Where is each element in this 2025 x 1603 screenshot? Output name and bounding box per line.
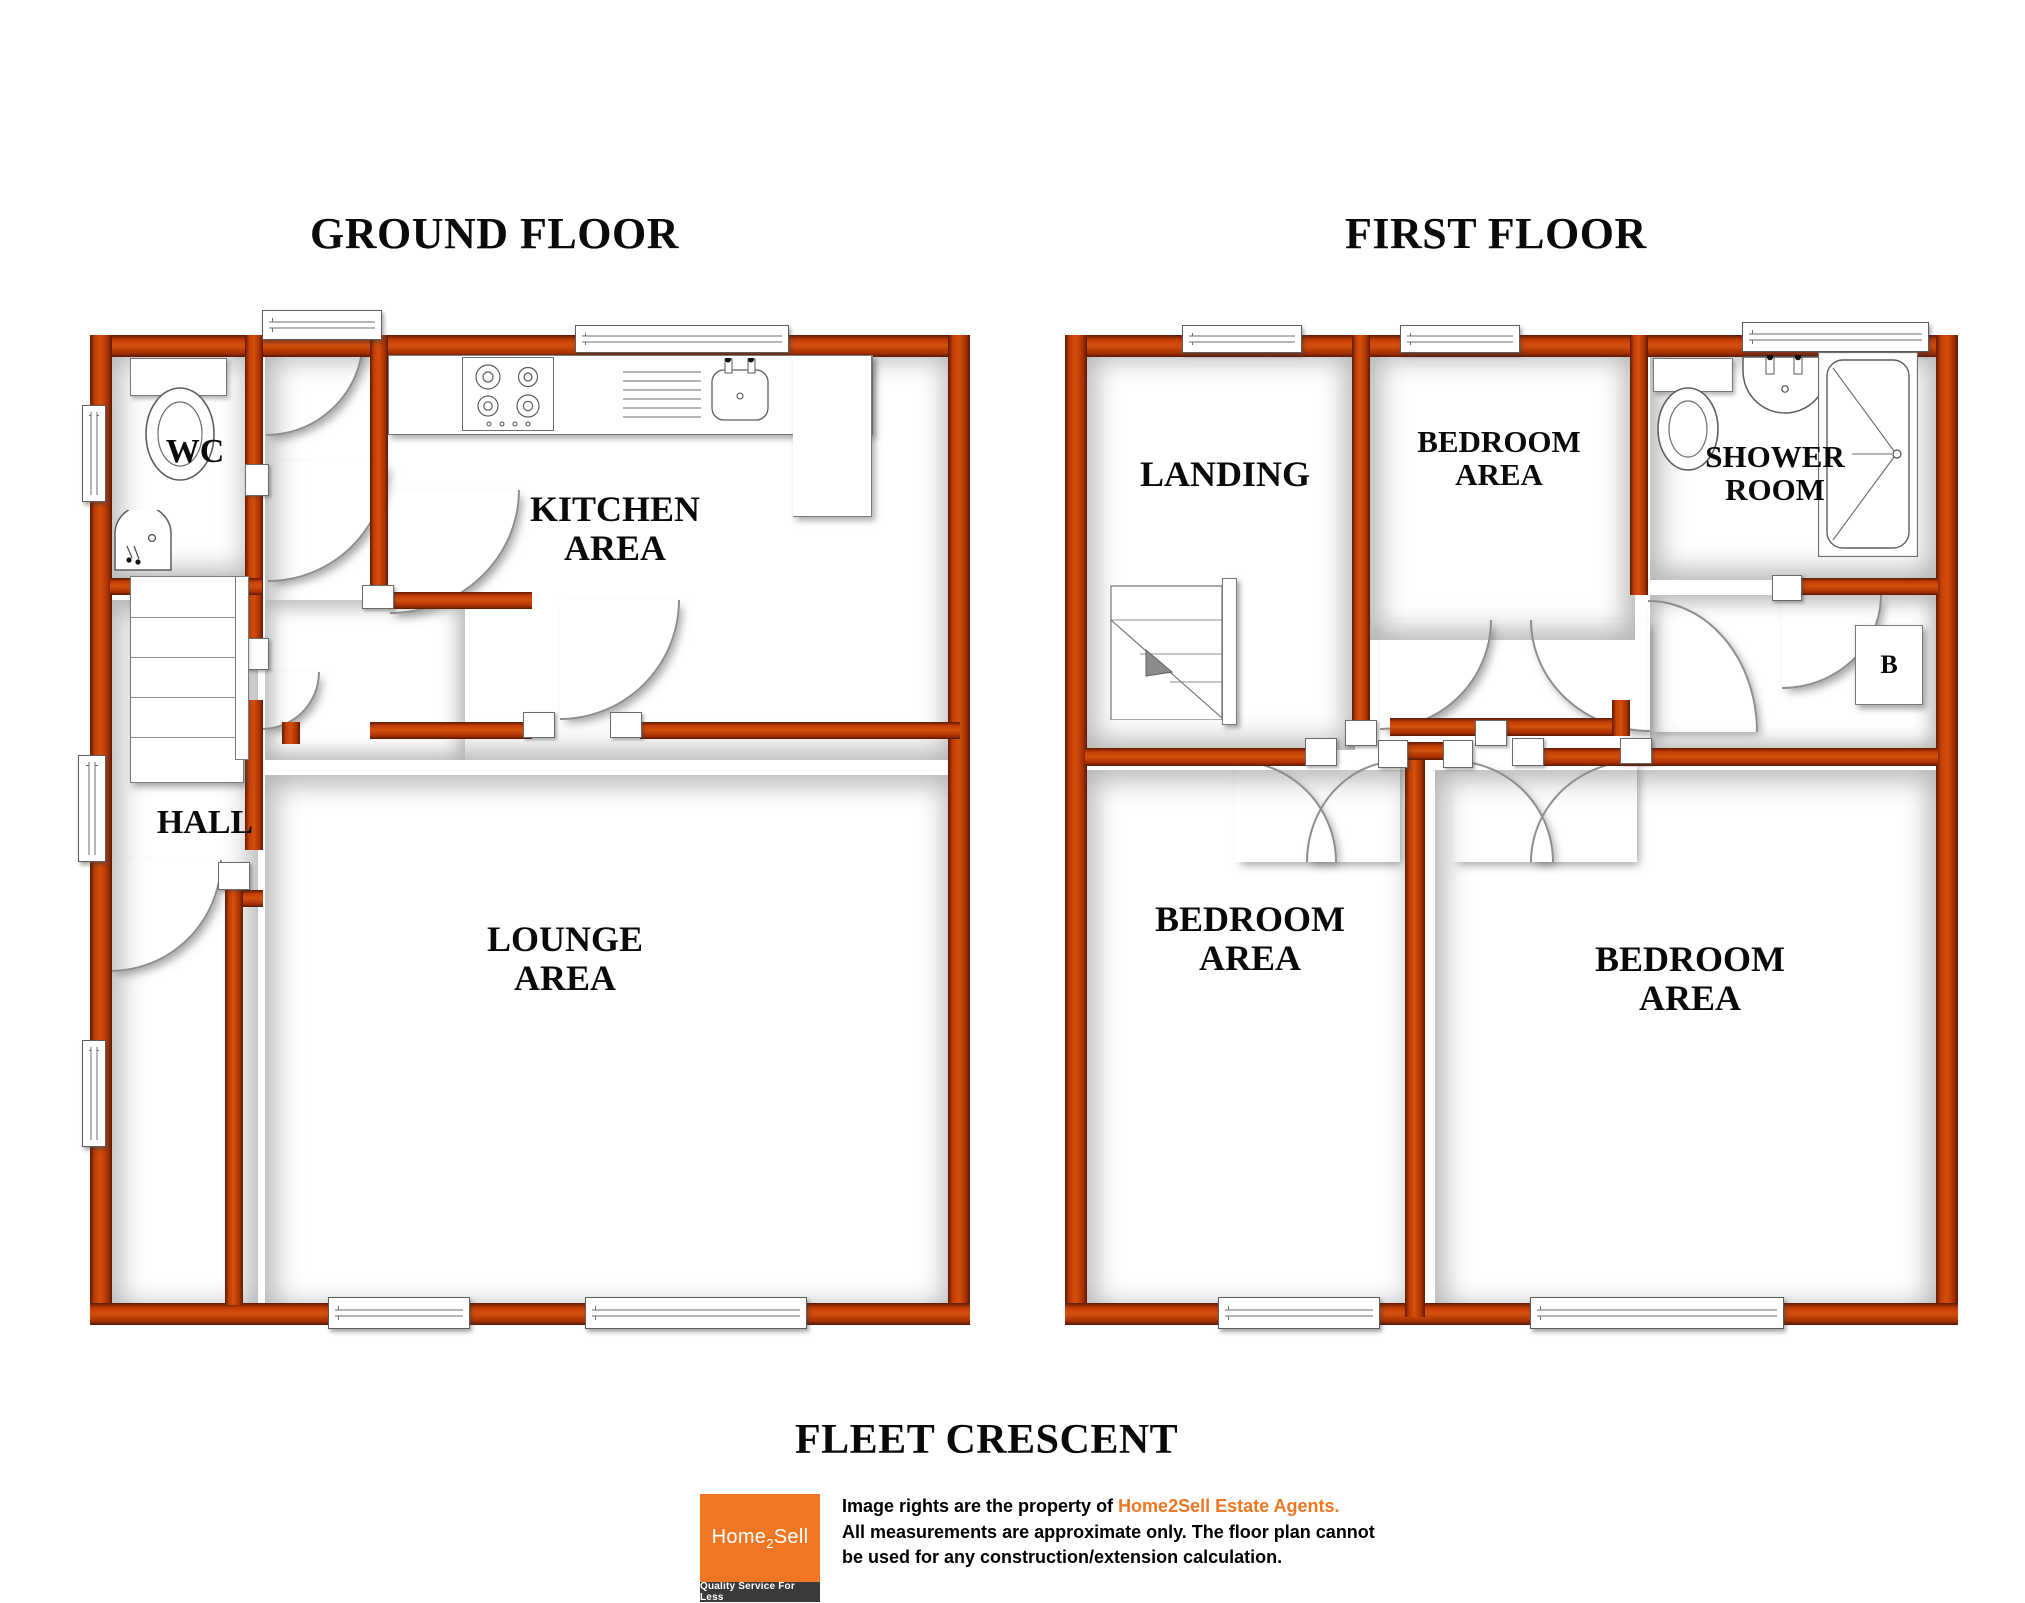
ff-window-bed-left-bottom <box>1218 1297 1380 1329</box>
ff-doorjamb-bed-right <box>1512 738 1544 766</box>
ff-toilet-icon <box>1655 385 1721 473</box>
gf-doorjamb-lounge-top <box>610 712 642 738</box>
ff-window-bedroom-top <box>1400 325 1520 353</box>
ff-doorswing-bedroom-top <box>1380 620 1492 730</box>
ff-wall-right-bed-top <box>1540 748 1938 766</box>
gf-wall-bottom <box>90 1303 970 1325</box>
label-bedroom-right: BEDROOM AREA <box>1594 939 1785 1018</box>
ff-wall-shower-bottom <box>1785 578 1938 595</box>
ff-doorjamb-bedroom-top-a <box>1345 720 1377 746</box>
label-bedroom-top: BEDROOM AREA <box>1417 424 1581 493</box>
ff-doorjamb-shower-lobby <box>1620 738 1652 764</box>
ff-doorjamb-bed-left <box>1305 738 1337 766</box>
staircase-ground <box>130 576 244 783</box>
gf-wall-hall-right <box>245 700 263 850</box>
ff-wall-bottom <box>1065 1303 1958 1325</box>
cooker-hob-icon <box>462 357 554 431</box>
ff-window-landing <box>1182 325 1302 353</box>
ff-doorjamb-mid-a <box>1378 740 1408 768</box>
gf-window-kitchen-top <box>575 325 789 353</box>
logo-word-home: Home <box>711 1525 767 1548</box>
rights-line-1-pre: Image rights are the property of <box>842 1496 1119 1516</box>
ff-doorjamb-shower-door <box>1772 575 1802 601</box>
ground-floor-title: GROUND FLOOR <box>310 209 679 258</box>
ff-wall-bt-stub <box>1612 700 1630 736</box>
rights-line-3: be used for any construction/extension c… <box>842 1547 1283 1568</box>
kitchen-sink-icon <box>617 356 777 430</box>
gf-wall-mid-stub <box>282 722 300 744</box>
home2sell-logo: Home2Sell Quality Service For Less <box>700 1494 820 1603</box>
footer: Home2Sell Quality Service For Less Image… <box>700 1494 1375 1603</box>
gf-doorjamb-hall-lounge <box>218 862 250 890</box>
staircase-first <box>1110 568 1262 721</box>
rights-line-1-brand: Home2Sell Estate Agents. <box>1118 1496 1340 1516</box>
ff-wall-left <box>1065 335 1087 1325</box>
label-shower-room: SHOWER ROOM <box>1705 439 1845 508</box>
label-hall: HALL <box>156 804 254 841</box>
gf-window-lounge-bottom-1 <box>328 1297 470 1329</box>
gf-doorjamb-kitchen-left <box>362 585 394 609</box>
gf-wall-top <box>90 335 970 357</box>
ff-doorswing-lobby-left <box>1530 620 1650 732</box>
label-kitchen: KITCHEN AREA <box>529 489 701 568</box>
rights-notice: Image rights are the property of Home2Se… <box>842 1494 1375 1571</box>
ff-wall-bed-divider <box>1405 742 1425 1317</box>
gf-window-hall-front <box>78 755 106 862</box>
gf-wall-hall-lounge <box>225 890 243 1305</box>
ff-basin-icon <box>1740 353 1830 417</box>
gf-window-lounge-bottom-2 <box>585 1297 807 1329</box>
stair-rail-ground <box>235 576 249 760</box>
ff-wall-landing-right <box>1352 335 1370 735</box>
gf-wall-right <box>948 335 970 1325</box>
ff-window-bed-right-bottom <box>1530 1297 1784 1329</box>
bedroom-top-fill <box>1370 350 1635 640</box>
lounge-room-fill <box>265 775 955 1315</box>
rights-line-1: Image rights are the property of Home2Se… <box>842 1494 1375 1520</box>
boiler-cupboard: B <box>1855 625 1923 705</box>
label-wc: WC <box>165 433 225 470</box>
ff-cistern <box>1653 358 1733 392</box>
gf-doorjamb-wc-top <box>245 464 269 496</box>
gf-wall-kitchen-left <box>370 335 388 585</box>
label-lounge: LOUNGE AREA <box>486 919 644 998</box>
ff-wall-bedroom-top-bottom <box>1390 718 1630 736</box>
gf-wall-wc-right-upper <box>245 335 263 465</box>
rights-line-2: All measurements are approximate only. T… <box>842 1521 1375 1542</box>
logo-word-2: 2 <box>766 1535 774 1551</box>
ff-window-shower <box>1742 322 1929 352</box>
gf-doorjamb-kitchen-mid <box>523 712 555 738</box>
toilet-icon <box>143 385 217 483</box>
gf-window-wc-left <box>82 405 106 502</box>
ff-wall-bedroom-top-right <box>1630 335 1648 595</box>
stair-rail-first <box>1222 578 1237 725</box>
ff-wall-left-bed-top <box>1085 748 1315 766</box>
gf-window-lounge-left <box>82 1040 106 1147</box>
logo-box: Home2Sell <box>700 1494 820 1582</box>
wash-basin-icon <box>113 505 175 572</box>
ff-doorjamb-bedroom-top-b <box>1475 720 1507 746</box>
shower-enclosure-icon <box>1817 351 1919 558</box>
ff-wall-right <box>1936 335 1958 1325</box>
gf-wall-kitchen-bottom-left <box>370 592 532 609</box>
property-address-title: FLEET CRESCENT <box>795 1417 1179 1463</box>
label-bedroom-left: BEDROOM AREA <box>1154 899 1345 978</box>
logo-strapline: Quality Service For Less <box>700 1581 820 1603</box>
logo-word-sell: Sell <box>773 1525 809 1548</box>
first-floor-title: FIRST FLOOR <box>1345 209 1647 258</box>
logo-wordmark: Home2Sell <box>712 1526 809 1551</box>
gf-wall-mid-left <box>370 722 532 739</box>
kitchen-worktop-return <box>793 355 872 517</box>
gf-wall-wc-right-lower <box>245 492 263 640</box>
ff-doorjamb-mid-b <box>1443 740 1473 768</box>
gf-window-top-left <box>262 310 382 340</box>
gf-wall-mid-right <box>640 722 960 739</box>
label-landing: LANDING <box>1139 454 1310 494</box>
